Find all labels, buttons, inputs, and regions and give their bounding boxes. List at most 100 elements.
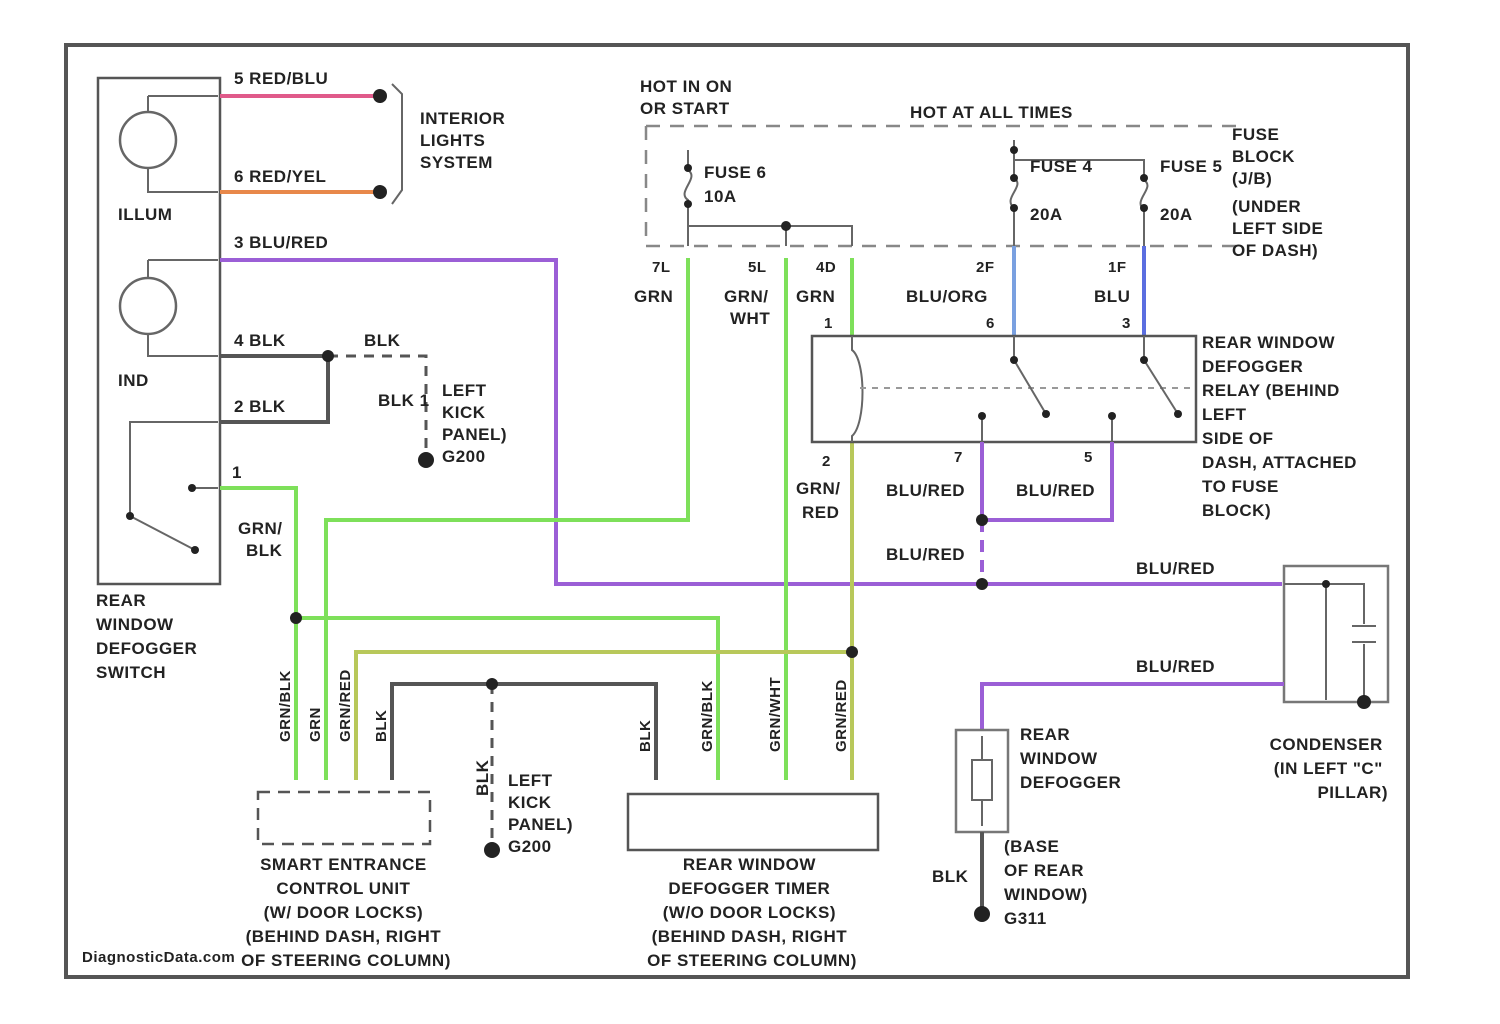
defogger-timer-unit (628, 794, 878, 850)
condenser-line: CONDENSER (1270, 735, 1383, 754)
defogger-timer-label: REAR WINDOW DEFOGGER TIMER (W/O DOOR LOC… (647, 855, 857, 970)
switch-label: REAR WINDOW DEFOGGER SWITCH (96, 591, 203, 682)
rear-defogger-label: REAR WINDOW DEFOGGER (1020, 725, 1121, 792)
hot-run-line: OR START (640, 99, 730, 118)
fuse-block-line: (UNDER (1232, 197, 1301, 216)
g200-b-label: LEFT KICK PANEL) G200 (508, 771, 578, 856)
switch-label-line: SWITCH (96, 663, 166, 682)
grn-red-line: GRN/ (796, 479, 841, 498)
switch-label-line: WINDOW (96, 615, 174, 634)
illum-label: ILLUM (118, 205, 172, 224)
base-rear-window-label: (BASE OF REAR WINDOW) G311 (1004, 837, 1093, 928)
smart-entrance-unit (258, 792, 430, 844)
hot-all-times-label: HOT AT ALL TIMES (910, 103, 1073, 122)
blu-red-a-label: BLU/RED (886, 481, 965, 500)
t2f-label: 2F (976, 259, 995, 276)
t5l-label: 5L (748, 259, 767, 276)
blk-1-label: BLK 1 (378, 391, 430, 410)
relay-line: TO FUSE (1202, 477, 1279, 496)
hot-run-line: HOT IN ON (640, 77, 732, 96)
red-blu-label: 5 RED/BLU (234, 69, 328, 88)
grn-blk-label: GRN/ BLK (238, 519, 288, 560)
blk-4-label: 4 BLK (234, 331, 286, 350)
grn-wht-line: WHT (730, 309, 770, 328)
fuse-block-line: BLOCK (1232, 147, 1295, 166)
blk-module-wire (392, 684, 656, 780)
g200-b-line: KICK (508, 793, 552, 812)
blk-vert-label: BLK (473, 759, 492, 796)
fuse4-label: FUSE 4 (1030, 157, 1093, 176)
illum-bulb-icon (120, 112, 176, 168)
blu-red-c-label: BLU/RED (886, 545, 965, 564)
fuse-block-line: LEFT SIDE (1232, 219, 1323, 238)
blu-red-b-label: BLU/RED (1016, 481, 1095, 500)
interior-lights-line: LIGHTS (420, 131, 485, 150)
t4d-label: 4D (816, 259, 836, 276)
smart-entrance-label: SMART ENTRANCE CONTROL UNIT (W/ DOOR LOC… (241, 855, 451, 970)
sec-wire2-label: GRN (307, 707, 324, 742)
base-rear-line: (BASE (1004, 837, 1059, 856)
defogger-timer-line: DEFOGGER TIMER (668, 879, 830, 898)
r2-label: 2 (822, 453, 831, 470)
r1-label: 1 (824, 315, 833, 332)
defogger-timer-line: (W/O DOOR LOCKS) (663, 903, 836, 922)
fuse6-amp-label: 10A (704, 187, 737, 206)
switch-label-line: REAR (96, 591, 146, 610)
switch-label-line: DEFOGGER (96, 639, 197, 658)
smart-entrance-line: (BEHIND DASH, RIGHT (246, 927, 442, 946)
defogger-timer-line: (BEHIND DASH, RIGHT (652, 927, 848, 946)
relay-label: REAR WINDOW DEFOGGER RELAY (BEHIND LEFT … (1202, 333, 1362, 520)
relay-line: BLOCK) (1202, 501, 1271, 520)
fuse-block-line: OF DASH) (1232, 241, 1318, 260)
blk-top-label: BLK (364, 331, 401, 350)
blk-g311-label: BLK (932, 867, 969, 886)
red-yel-label: 6 RED/YEL (234, 167, 326, 186)
condenser-label: CONDENSER (IN LEFT "C" PILLAR) (1270, 735, 1388, 802)
grn-7l-label: GRN (634, 287, 673, 306)
relay-line: LEFT (1202, 405, 1247, 424)
g200-line: KICK (442, 403, 486, 422)
relay-line: DASH, ATTACHED (1202, 453, 1357, 472)
pin1-label: 1 (232, 463, 242, 482)
t7l-label: 7L (652, 259, 671, 276)
g200-b-line: LEFT (508, 771, 553, 790)
rear-defogger-line: DEFOGGER (1020, 773, 1121, 792)
ind-label: IND (118, 371, 149, 390)
condenser-line: PILLAR) (1317, 783, 1388, 802)
fuse6-label: FUSE 6 (704, 163, 767, 182)
base-rear-line: OF REAR (1004, 861, 1084, 880)
tim-wire4-label: GRN/RED (833, 679, 850, 752)
defogger-feed-wire (982, 684, 1284, 730)
g200-b-line: G200 (508, 837, 552, 856)
blu-org-label: BLU/ORG (906, 287, 988, 306)
g200-b-line: PANEL) (508, 815, 573, 834)
fuse-block-label: FUSE BLOCK (J/B) (UNDER LEFT SIDE OF DAS… (1232, 125, 1329, 260)
interior-lights-line: INTERIOR (420, 109, 505, 128)
r3-label: 3 (1122, 315, 1131, 332)
blu-red-d-label: BLU/RED (1136, 559, 1215, 578)
tim-wire3-label: GRN/WHT (767, 677, 784, 752)
tim-wire2-label: GRN/BLK (699, 680, 716, 752)
defogger-timer-line: REAR WINDOW (683, 855, 816, 874)
sec-wire1-label: GRN/BLK (277, 670, 294, 742)
grn-blk-line: GRN/ (238, 519, 283, 538)
fuse-block-line: (J/B) (1232, 169, 1272, 188)
tim-wire1-label: BLK (637, 720, 654, 752)
ind-bulb-icon (120, 278, 176, 334)
sec-wire3-label: GRN/RED (337, 669, 354, 742)
base-rear-line: G311 (1004, 909, 1047, 928)
relay-line: SIDE OF (1202, 429, 1274, 448)
smart-entrance-line: CONTROL UNIT (276, 879, 410, 898)
r6-label: 6 (986, 315, 995, 332)
interior-lights-label: INTERIOR LIGHTS SYSTEM (420, 109, 510, 172)
blu-red-3-label: 3 BLU/RED (234, 233, 328, 252)
relay-line: DEFOGGER (1202, 357, 1303, 376)
rear-defogger-line: REAR (1020, 725, 1070, 744)
watermark: DiagnosticData.com (82, 949, 235, 966)
g200-line: PANEL) (442, 425, 507, 444)
r5-label: 5 (1084, 449, 1093, 466)
fuse5-label: FUSE 5 (1160, 157, 1223, 176)
grn-4d-label: GRN (796, 287, 835, 306)
grn-wht-label: GRN/ WHT (724, 287, 774, 328)
base-rear-line: WINDOW) (1004, 885, 1088, 904)
